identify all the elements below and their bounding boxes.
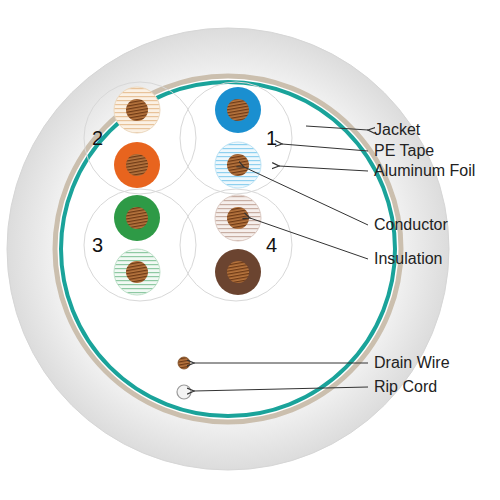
- part-label: Rip Cord: [374, 378, 437, 396]
- part-label: Insulation: [374, 250, 443, 268]
- part-label: Aluminum Foil: [374, 162, 475, 180]
- part-label: PE Tape: [374, 142, 434, 160]
- pair-number: 2: [92, 127, 103, 149]
- part-label: Conductor: [374, 216, 448, 234]
- pair-3: [114, 195, 160, 295]
- pair-outlines: [84, 82, 292, 301]
- rip-cord: [177, 385, 191, 399]
- aluminum-foil: [61, 82, 395, 416]
- jacket: [7, 28, 449, 470]
- pe-tape: [55, 76, 401, 422]
- pair-2: [114, 87, 160, 188]
- pair-number: 4: [266, 234, 277, 256]
- pair-number: 3: [92, 234, 103, 256]
- pair-number: 1: [266, 127, 277, 149]
- leader-lines: [194, 126, 368, 391]
- part-label: Jacket: [374, 121, 420, 139]
- part-label: Drain Wire: [374, 354, 450, 372]
- pair-1: [215, 87, 261, 188]
- pair-4: [215, 195, 261, 295]
- drain-wire: [178, 357, 190, 369]
